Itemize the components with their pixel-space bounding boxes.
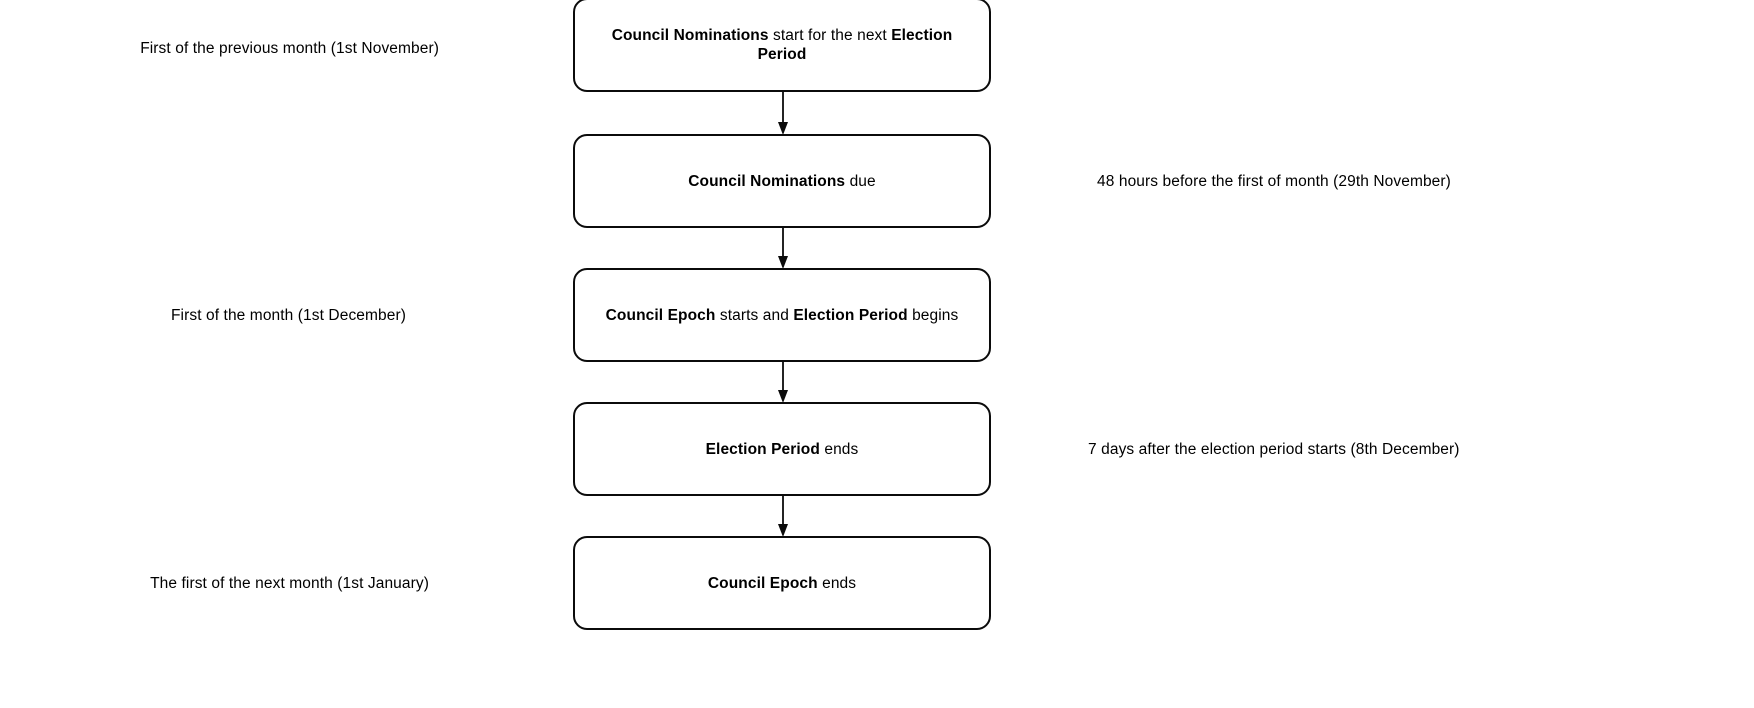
annotation-epoch-ends: The first of the next month (1st January… [150, 575, 429, 592]
flow-node-council-nominations-due: Council Nominations due [573, 134, 991, 228]
flow-node-text: starts and [715, 306, 794, 324]
flow-node-text: start for the next [768, 27, 892, 44]
flow-node-term-election-period: Election Period [705, 440, 820, 458]
flow-node-term-council-epoch: Council Epoch [707, 574, 818, 592]
annotation-nominations-due: 48 hours before the first of month (29th… [1097, 173, 1451, 190]
flow-node-text-tail: begins [907, 306, 959, 324]
flow-node-term-election-period: Election Period [757, 27, 953, 63]
annotation-election-ends: 7 days after the election period starts … [1088, 441, 1460, 458]
flow-node-label: Council Nominations due [674, 172, 889, 191]
arrow-icon-nominations-start-to-due [778, 92, 788, 135]
flow-node-label: Council Epoch ends [694, 574, 870, 593]
flow-node-council-epoch-starts: Council Epoch starts and Election Period… [573, 268, 991, 362]
arrow-icon-due-to-epoch-starts [778, 226, 788, 269]
flow-node-election-period-ends: Election Period ends [573, 402, 991, 496]
flow-node-term-council-nominations: Council Nominations [688, 172, 846, 190]
flow-node-council-epoch-ends: Council Epoch ends [573, 536, 991, 630]
flow-node-label: Election Period ends [692, 440, 873, 459]
flow-node-label: Council Nominations start for the next E… [575, 26, 989, 64]
flow-node-term-council-epoch: Council Epoch [605, 306, 716, 324]
annotation-nominations-start: First of the previous month (1st Novembe… [140, 40, 439, 57]
arrow-icon-epoch-starts-to-election-ends [778, 360, 788, 403]
flow-node-label: Council Epoch starts and Election Period… [592, 306, 973, 325]
arrow-icon-election-ends-to-epoch-ends [778, 494, 788, 537]
flow-node-term-council-nominations: Council Nominations [611, 27, 769, 44]
flow-node-text: ends [817, 574, 857, 592]
flow-node-term-election-period: Election Period [793, 306, 908, 324]
flow-node-council-nominations-start: Council Nominations start for the next E… [573, 0, 991, 92]
flow-node-text: due [845, 172, 876, 190]
annotation-epoch-starts: First of the month (1st December) [170, 307, 406, 324]
flow-node-text: ends [819, 440, 859, 458]
